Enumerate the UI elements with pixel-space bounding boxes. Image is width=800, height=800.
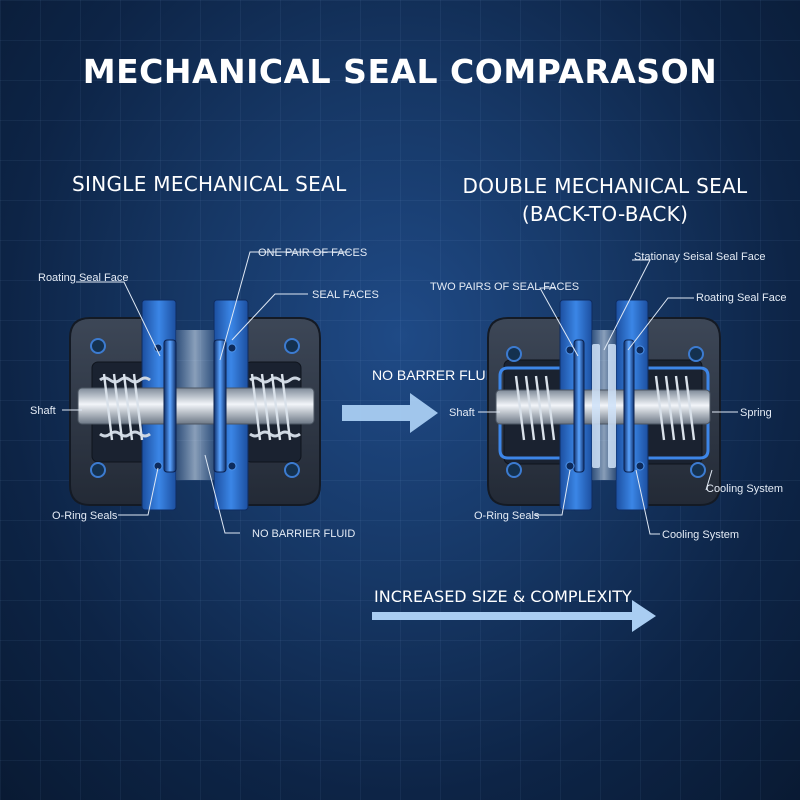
single-label-rotating-face: Roating Seal Face (38, 272, 129, 284)
bolt-hole (90, 338, 106, 354)
single-label-oring: O-Ring Seals (52, 510, 118, 522)
single-spring-coils (102, 373, 292, 441)
bolt-hole (284, 462, 300, 478)
banner-arrow (372, 600, 656, 632)
single-oring (227, 343, 237, 353)
single-label-shaft: Shaft (30, 405, 56, 417)
bolt-hole (284, 338, 300, 354)
single-label-seal-faces: SEAL FACES (312, 289, 379, 301)
bolt-hole (90, 462, 106, 478)
bolt-hole (690, 462, 706, 478)
bolt-hole (688, 346, 704, 362)
double-stationary-face-2 (608, 344, 616, 468)
double-label-cooling-2: Cooling System (662, 529, 739, 541)
double-label-stationary-face: Stationay Seisal Seal Face (634, 251, 765, 263)
double-label-cooling-1: Cooling System (706, 483, 783, 495)
double-leader-lines (478, 259, 738, 535)
double-seal-heading: DOUBLE MECHANICAL SEAL (BACK-TO-BACK) (440, 172, 770, 228)
double-stationary-face-1 (592, 344, 600, 468)
double-label-two-pairs: TWO PAIRS OF SEAL FACES (430, 281, 579, 293)
double-oring (635, 345, 645, 355)
banner-label: INCREASED SIZE & COMPLEXITY (374, 587, 632, 606)
page-title: MECHANICAL SEAL COMPARASON (82, 52, 718, 91)
double-label-spring: Spring (740, 407, 772, 419)
single-leader-lines (62, 251, 350, 534)
double-spring-coils (514, 375, 696, 441)
double-oring (565, 345, 575, 355)
single-label-no-barrier: NO BARRIER FLUID (252, 528, 355, 540)
double-label-rotating-face: Roating Seal Face (696, 292, 787, 304)
single-oring (227, 461, 237, 471)
bolt-hole (506, 346, 522, 362)
double-seal-heading-line1: DOUBLE MECHANICAL SEAL (462, 174, 748, 198)
single-label-one-pair: ONE PAIR OF FACES (258, 247, 367, 259)
bolt-hole (506, 462, 522, 478)
single-rotating-face (163, 339, 177, 473)
single-seal-heading: SINGLE MECHANICAL SEAL (72, 172, 347, 196)
double-seal-assembly (487, 299, 721, 511)
double-oring (635, 461, 645, 471)
single-seal-assembly (69, 299, 321, 511)
double-rotating-face-2 (623, 339, 635, 473)
double-label-shaft: Shaft (449, 407, 475, 419)
middle-arrow (342, 393, 438, 433)
double-label-oring: O-Ring Seals (474, 510, 540, 522)
double-rotating-face-1 (573, 339, 585, 473)
single-stationary-face (213, 339, 227, 473)
double-oring (565, 461, 575, 471)
double-seal-heading-line2: (BACK-TO-BACK) (521, 202, 689, 226)
middle-label-no-barrier: NO BARRER FLUID (372, 367, 500, 383)
